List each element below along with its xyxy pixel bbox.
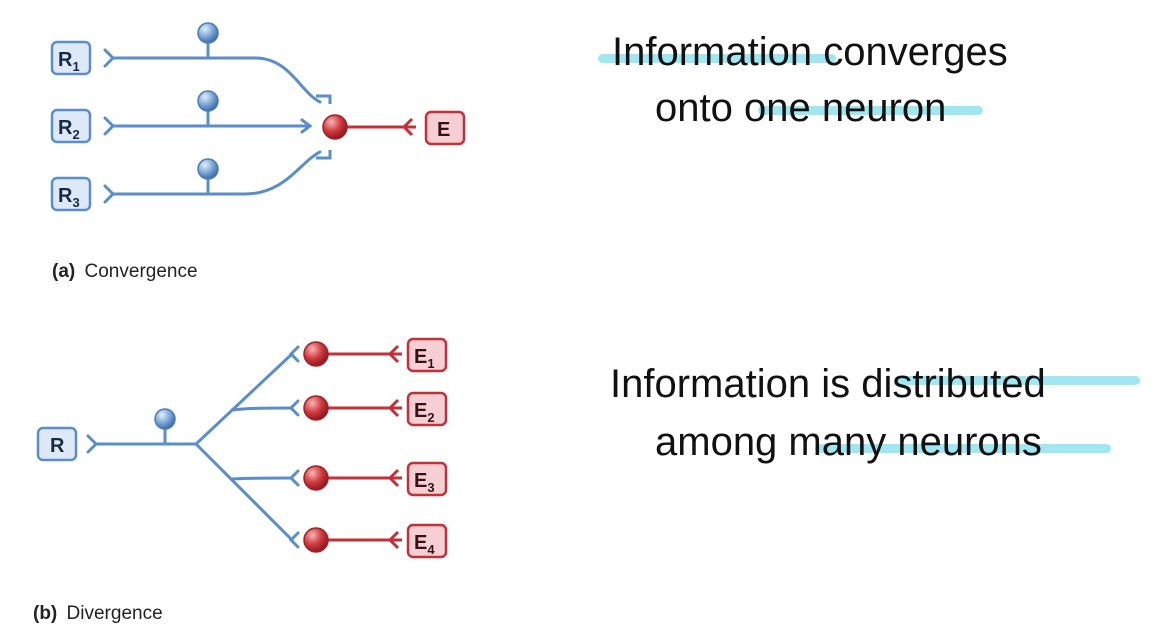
sensory-neuron-3 (103, 150, 322, 204)
receptor-r2-letter: R (58, 117, 73, 139)
receptor-r3-box: R3 (50, 176, 92, 212)
svg-text:E3: E3 (414, 470, 435, 495)
cell-body-icon (197, 158, 219, 180)
effector-e-box: E (424, 110, 466, 146)
effector-e1-letter: E (414, 346, 427, 368)
receptor-r3-subscript: 3 (72, 195, 79, 210)
efferent-neuron-4 (303, 527, 402, 553)
receptor-r-letter: R (50, 435, 65, 457)
efferent-neuron (322, 114, 416, 140)
receptor-r2-box: R2 (50, 108, 92, 144)
receptor-r2-subscript: 2 (72, 127, 79, 142)
cell-body-icon (322, 114, 348, 140)
sensory-neuron-1 (103, 22, 322, 104)
svg-text:E: E (437, 119, 450, 141)
convergence-synapses (316, 94, 332, 160)
effector-e4-box: E4 (406, 523, 448, 559)
effector-e2-letter: E (414, 400, 427, 422)
convergence-panel-letter: (a) (52, 261, 75, 282)
svg-text:R3: R3 (58, 185, 80, 210)
cell-body-icon (197, 90, 219, 112)
svg-text:E4: E4 (414, 532, 435, 557)
highlight-stroke (898, 376, 1140, 385)
divergent-sensory-neuron (86, 345, 300, 549)
convergence-panel-name: Convergence (85, 261, 198, 282)
divergence-diagram: R (33, 337, 448, 624)
cell-body-icon (303, 465, 329, 491)
divergence-panel-letter: (b) (33, 603, 57, 624)
svg-text:R1: R1 (58, 49, 80, 74)
cell-body-icon (303, 395, 329, 421)
efferent-neuron-3 (303, 465, 402, 491)
svg-text:R: R (50, 435, 65, 457)
svg-text:R2: R2 (58, 117, 80, 142)
convergence-caption-line-1: Information converges (612, 30, 1008, 74)
efferent-neuron-1 (303, 341, 402, 367)
svg-text:E2: E2 (414, 400, 435, 425)
cell-body-icon (197, 22, 219, 44)
svg-text:E1: E1 (414, 346, 435, 371)
effector-e1-box: E1 (406, 337, 448, 373)
effector-e3-subscript: 3 (427, 480, 434, 495)
efferent-neuron-2 (303, 395, 402, 421)
convergence-caption-line-2: onto one neuron (655, 86, 947, 130)
effector-e4-subscript: 4 (427, 542, 435, 557)
effector-e4-letter: E (414, 532, 427, 554)
highlight-stroke (598, 54, 836, 63)
divergence-panel-label: (b) Divergence (33, 603, 163, 624)
effector-e1-subscript: 1 (427, 356, 434, 371)
effector-e3-box: E3 (406, 461, 448, 497)
highlight-stroke (815, 444, 1111, 453)
receptor-r1-box: R1 (50, 40, 92, 76)
cell-body-icon (303, 341, 329, 367)
effector-e3-letter: E (414, 470, 427, 492)
effector-e2-subscript: 2 (427, 410, 434, 425)
divergence-caption-line-1: Information is distributed (610, 362, 1046, 406)
effector-e-letter: E (437, 119, 450, 141)
receptor-r-box: R (36, 426, 78, 462)
receptor-r1-subscript: 1 (72, 59, 79, 74)
receptor-r3-letter: R (58, 185, 73, 207)
convergence-panel-label: (a) Convergence (52, 261, 198, 282)
highlight-stroke (758, 106, 983, 115)
cell-body-icon (303, 527, 329, 553)
convergence-diagram: R1 R2 R3 (50, 22, 466, 282)
effector-e2-box: E2 (406, 391, 448, 427)
receptor-r1-letter: R (58, 49, 73, 71)
divergence-panel-name: Divergence (67, 603, 163, 624)
sensory-neuron-2 (103, 90, 313, 136)
cell-body-icon (154, 408, 176, 430)
divergence-caption-line-2: among many neurons (655, 420, 1042, 464)
